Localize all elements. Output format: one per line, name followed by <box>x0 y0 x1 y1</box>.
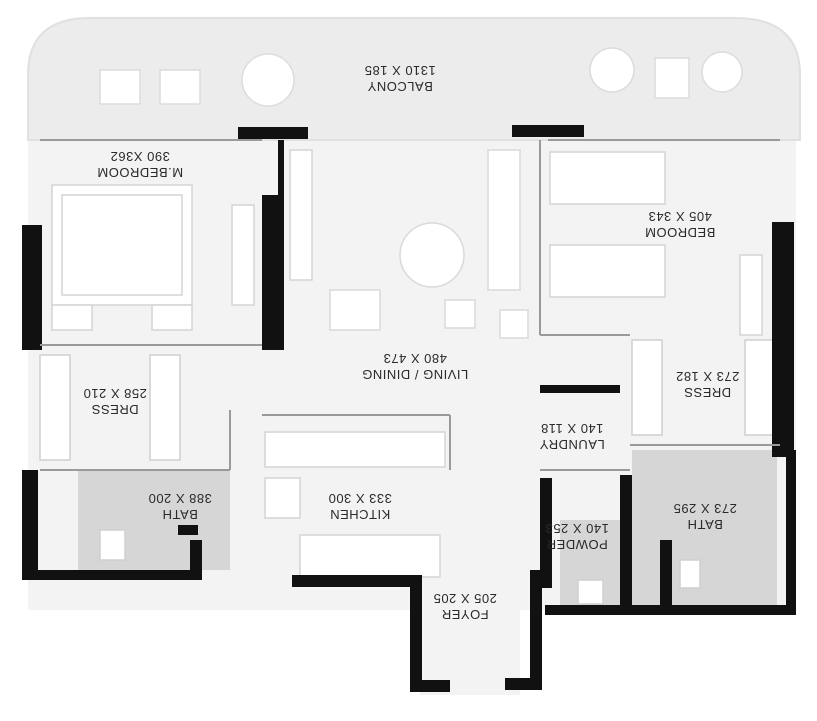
room-size: 140 X 118 <box>540 421 604 436</box>
room-name: DRESS <box>91 402 139 417</box>
foyer-area <box>420 585 520 695</box>
room-name: BATH <box>687 517 723 532</box>
label-dress-left: DRESS 258 X 210 <box>70 385 160 417</box>
room-name: BATH <box>162 507 198 522</box>
living-furniture <box>329 149 529 339</box>
kitchen-counters <box>264 431 446 578</box>
bath-right-floor <box>632 450 777 610</box>
room-name: M.BEDROOM <box>96 165 184 180</box>
master-wardrobe <box>231 149 313 306</box>
label-dress-right: DRESS 273 X 182 <box>665 368 750 400</box>
room-name: KITCHEN <box>329 507 391 522</box>
label-master-bedroom: M.BEDROOM 390 X362 <box>80 148 200 180</box>
bath-fixtures <box>99 529 701 605</box>
room-name: FOYER <box>441 607 489 622</box>
label-bedroom: BEDROOM 405 X 343 <box>625 208 735 240</box>
room-size: 405 X 343 <box>648 209 712 224</box>
label-kitchen: KITCHEN 333 X 300 <box>310 490 410 522</box>
label-powder: POWDER 140 X 253 <box>532 520 622 552</box>
room-size: 480 X 473 <box>383 351 447 366</box>
label-balcony: BALCONY 1310 X 185 <box>340 62 460 94</box>
room-name: BALCONY <box>367 79 433 94</box>
label-foyer: FOYER 205 X 205 <box>420 590 510 622</box>
room-name: LAUNDRY <box>539 437 605 452</box>
dress-left-racks <box>39 354 181 461</box>
label-bath-left: BATH 388 X 200 <box>135 490 225 522</box>
label-laundry: LAUNDRY 140 X 118 <box>522 420 622 452</box>
label-living-dining: LIVING / DINING 480 X 473 <box>345 350 485 382</box>
room-size: 1310 X 185 <box>364 63 436 78</box>
master-bed <box>51 184 193 331</box>
room-size: 273 X 295 <box>673 501 737 516</box>
room-size: 205 X 205 <box>433 591 497 606</box>
room-size: 258 X 210 <box>83 386 147 401</box>
room-name: POWDER <box>546 537 608 552</box>
room-size: 273 X 182 <box>675 369 740 384</box>
walls <box>22 125 796 692</box>
label-bath-right: BATH 273 X 295 <box>660 500 750 532</box>
room-size: 333 X 300 <box>328 491 392 506</box>
room-name: BEDROOM <box>644 225 716 240</box>
bedroom-beds <box>549 151 763 336</box>
room-size: 388 X 200 <box>148 491 212 506</box>
interior-lines <box>40 139 780 471</box>
balcony-furniture <box>99 47 743 107</box>
room-size: 140 X 253 <box>545 521 609 536</box>
room-name: LIVING / DINING <box>361 367 469 382</box>
room-name: DRESS <box>683 385 732 400</box>
room-size: 390 X362 <box>110 149 170 164</box>
